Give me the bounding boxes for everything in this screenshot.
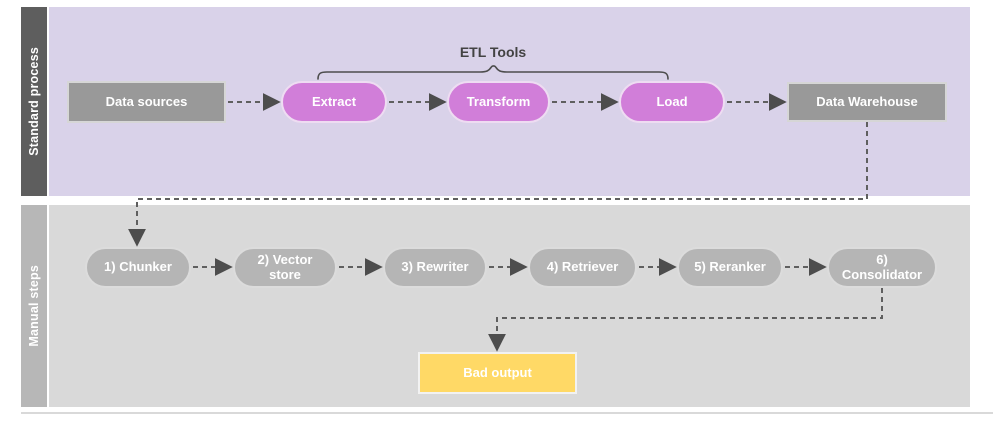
node-rewriter: 3) Rewriter bbox=[383, 247, 487, 288]
lane-header-standard-process: Standard process bbox=[21, 7, 47, 196]
etl-tools-bracket-label: ETL Tools bbox=[459, 44, 527, 60]
node-data-warehouse: Data Warehouse bbox=[787, 82, 947, 122]
node-chunker: 1) Chunker bbox=[85, 247, 191, 288]
node-transform: Transform bbox=[447, 81, 550, 123]
lane-header-manual-steps: Manual steps bbox=[21, 205, 47, 407]
bottom-divider-line bbox=[21, 412, 993, 414]
node-data-sources: Data sources bbox=[67, 81, 226, 123]
node-retriever: 4) Retriever bbox=[528, 247, 637, 288]
lane-label-standard-process: Standard process bbox=[27, 47, 41, 156]
node-consolidator: 6) Consolidator bbox=[827, 247, 937, 288]
node-vector-store: 2) Vector store bbox=[233, 247, 337, 288]
node-load: Load bbox=[619, 81, 725, 123]
node-extract: Extract bbox=[281, 81, 387, 123]
node-bad-output: Bad output bbox=[418, 352, 577, 394]
lane-label-manual-steps: Manual steps bbox=[27, 265, 41, 347]
node-reranker: 5) Reranker bbox=[677, 247, 783, 288]
